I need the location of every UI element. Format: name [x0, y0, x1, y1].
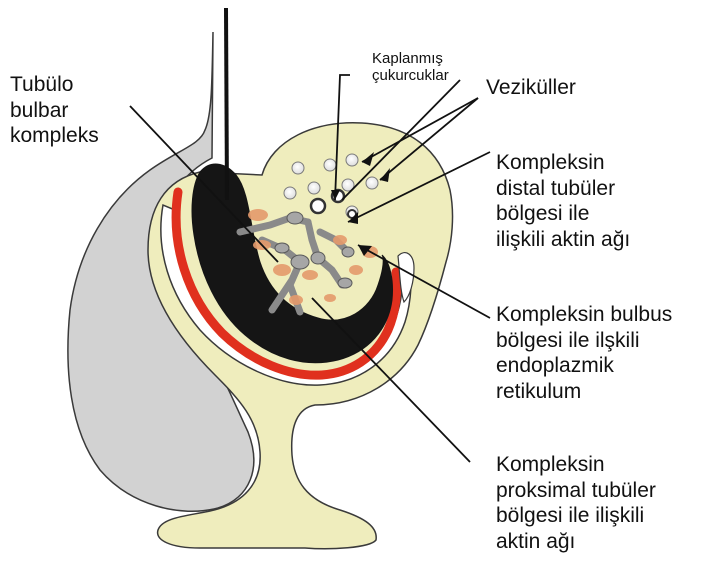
label-proximal-actin: Kompleksin proksimal tubüler bölgesi ile…: [496, 452, 656, 554]
label-vesicles: Veziküller: [486, 75, 576, 101]
flagellum-line: [226, 8, 227, 200]
label-tubulo-bulbar: Tubülo bulbar kompleks: [10, 72, 99, 149]
label-distal-actin: Kompleksin distal tubüler bölgesi ile il…: [496, 150, 630, 252]
label-bulbus-er: Kompleksin bulbus bölgesi ile ilşkili en…: [496, 302, 672, 404]
label-coated-pits: Kaplanmış çukurcuklar: [372, 50, 449, 85]
